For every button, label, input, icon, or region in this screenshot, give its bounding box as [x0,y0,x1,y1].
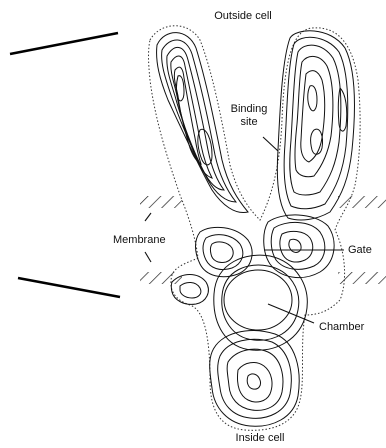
outside-cell-label: Outside cell [198,10,288,23]
lower-indicator-line [18,278,120,297]
membrane-top-right-band [338,196,386,208]
gate-region-contours [196,215,335,278]
binding-site-leader [263,137,278,151]
upper-indicator-line [10,33,118,54]
inside-cell-label: Inside cell [220,432,300,445]
chamber-cavity [224,270,292,330]
density-envelope [149,26,361,431]
membrane-leader-top [145,213,151,221]
membrane-bottom-left-band [140,272,182,284]
membrane-top-left-band [140,196,182,208]
membrane-label: Membrane [113,234,166,247]
chamber-label: Chamber [319,321,364,334]
membrane-bottom-right-band [338,272,386,284]
indicator-lines [10,33,120,297]
gate-label: Gate [348,244,372,257]
binding-site-label: Binding site [224,103,274,129]
membrane-leader-bottom [145,252,151,262]
